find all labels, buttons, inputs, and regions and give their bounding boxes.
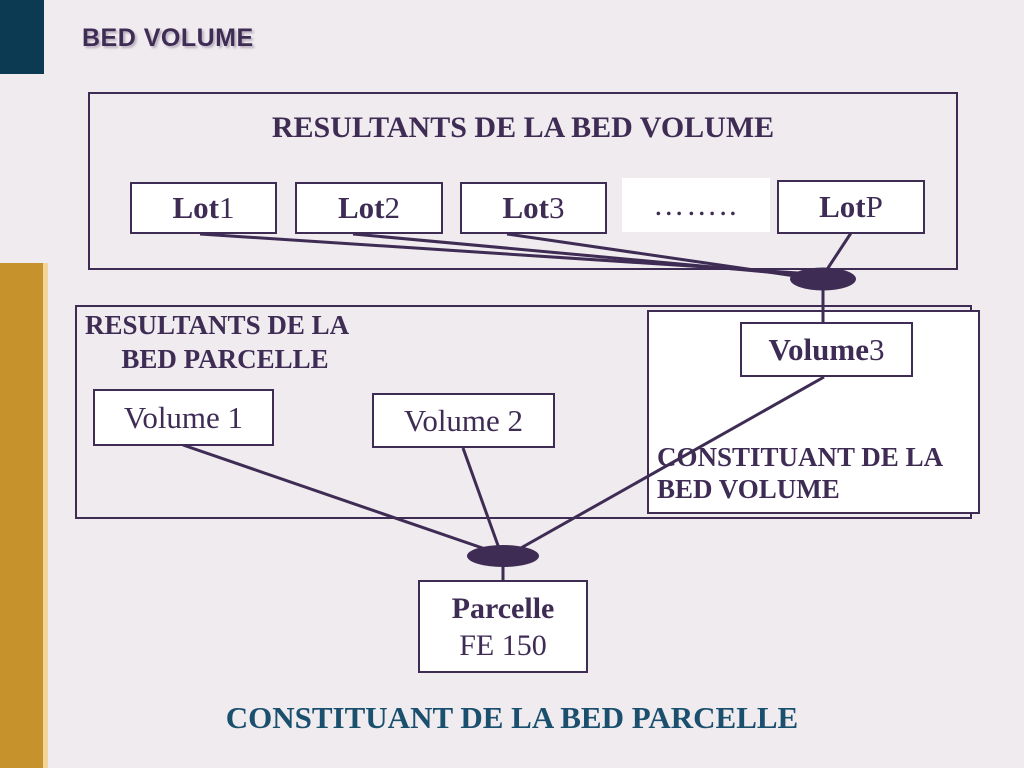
lot-ellipsis-dots: …….. xyxy=(653,187,739,222)
volume-1-label: Volume 1 xyxy=(123,399,244,435)
volume-1-box: Volume 1 xyxy=(93,389,274,446)
bed-parcelle-results-title: RESULTANTS DE LA BED PARCELLE xyxy=(85,308,365,376)
merge-node-ellipse-bottom xyxy=(467,545,539,567)
parcelle-label: Parcelle xyxy=(451,591,555,625)
lot-3-box: Lot 3 xyxy=(460,182,607,234)
lot-2-label-number: 2 xyxy=(384,190,401,225)
lot-p-label-letter: P xyxy=(865,189,883,224)
lot-1-box: Lot 1 xyxy=(130,182,277,234)
volume-3-label-number: 3 xyxy=(868,331,885,367)
lot-1-label-bold: Lot xyxy=(172,190,220,225)
lot-1-label-number: 1 xyxy=(219,190,235,225)
volume-2-label: Volume 2 xyxy=(403,402,524,438)
lot-3-label-bold: Lot xyxy=(502,190,550,225)
corner-accent-square xyxy=(0,0,44,74)
bed-parcelle-results-title-line1: RESULTANTS DE LA xyxy=(85,310,350,340)
slide-title: BED VOLUME xyxy=(82,24,254,52)
left-accent-bar xyxy=(0,263,48,768)
lot-2-box: Lot 2 xyxy=(295,182,443,234)
bed-parcelle-constituent-caption: CONSTITUANT DE LA BED PARCELLE xyxy=(225,700,799,735)
parcelle-id-label: FE 150 xyxy=(459,628,547,662)
lot-ellipsis-box: …….. xyxy=(622,178,770,232)
volume-2-box: Volume 2 xyxy=(372,393,555,448)
merge-node-ellipse-top xyxy=(790,267,856,291)
bed-volume-constituent-label-line2: BED VOLUME xyxy=(657,474,840,504)
lot-p-label-bold: Lot xyxy=(819,189,866,224)
volume-3-label-bold: Volume xyxy=(768,331,869,367)
bed-volume-constituent-label-line1: CONSTITUANT DE LA xyxy=(657,442,944,472)
lot-p-box: Lot P xyxy=(777,180,925,234)
bed-volume-constituent-label: CONSTITUANT DE LA BED VOLUME xyxy=(657,441,943,505)
lot-2-label-bold: Lot xyxy=(338,190,385,225)
bed-volume-results-title: RESULTANTS DE LA BED VOLUME xyxy=(271,111,775,144)
parcelle-box: Parcelle FE 150 xyxy=(418,580,588,673)
lot-3-label-number: 3 xyxy=(549,190,565,225)
volume-3-box: Volume 3 xyxy=(740,322,913,377)
bed-parcelle-results-title-line2: BED PARCELLE xyxy=(121,344,329,374)
